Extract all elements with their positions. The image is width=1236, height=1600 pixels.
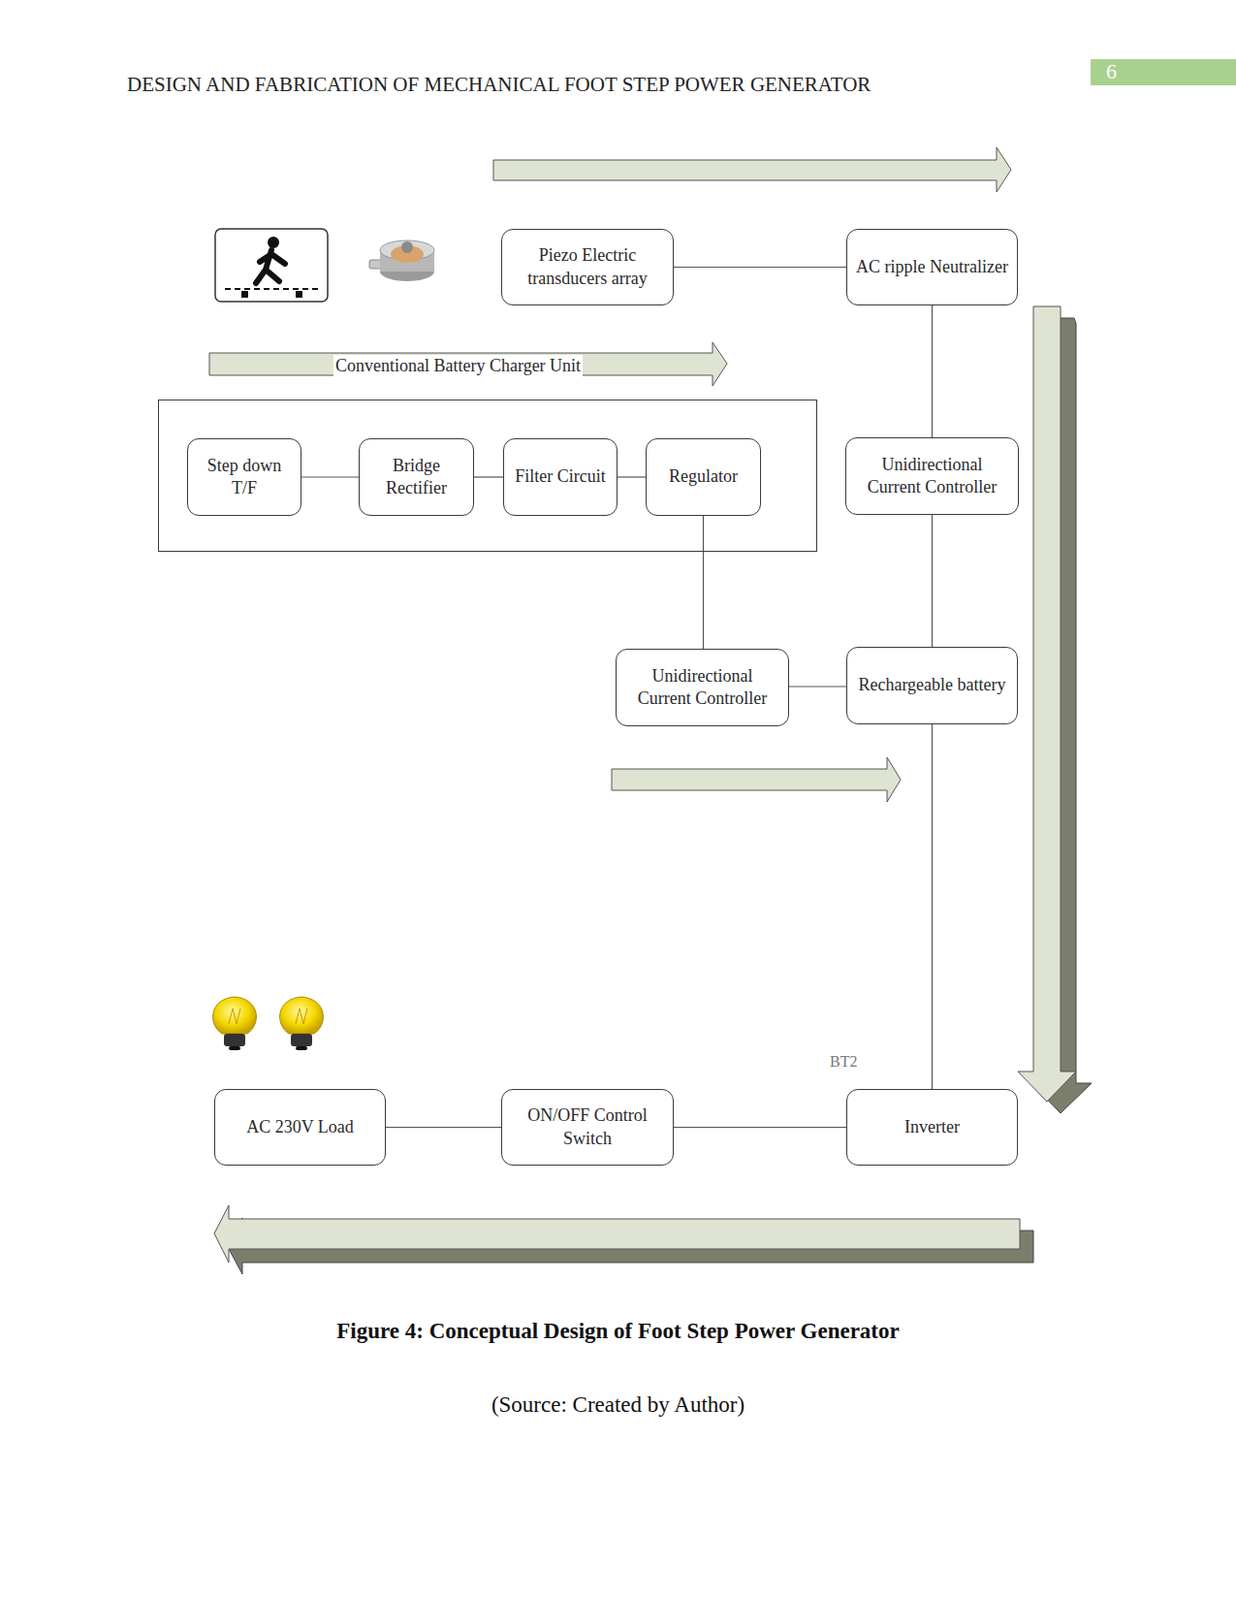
figure-caption: Figure 4: Conceptual Design of Foot Step… xyxy=(0,1318,1236,1344)
load-box: AC 230V Load xyxy=(214,1088,386,1166)
piezo-array-box: Piezo Electric transducers array xyxy=(501,228,674,306)
wire xyxy=(301,475,359,477)
box-label: Inverter xyxy=(904,1115,960,1139)
flow-arrow xyxy=(1017,306,1077,1102)
filter-box: Filter Circuit xyxy=(503,438,618,516)
wire xyxy=(673,1126,847,1128)
box-label: Step down T/F xyxy=(195,454,293,501)
wire xyxy=(931,724,933,1089)
flow-arrow xyxy=(493,147,1012,192)
rectifier-box: Bridge Rectifier xyxy=(358,438,475,516)
box-label: Filter Circuit xyxy=(514,465,606,488)
piezo-sensor-picture xyxy=(369,240,435,282)
flow-arrow xyxy=(611,757,901,802)
wire xyxy=(789,685,847,687)
box-label: Unidirectional Current Controller xyxy=(854,453,1011,500)
box-label: ON/OFF Control Switch xyxy=(509,1104,666,1150)
charger-unit-group: Conventional Battery Charger UnitStep do… xyxy=(158,399,818,552)
current-controller-box: Unidirectional Current Controller xyxy=(615,648,790,727)
source-note: (Source: Created by Author) xyxy=(0,1392,1236,1418)
wire xyxy=(474,475,504,477)
box-label: Regulator xyxy=(668,465,738,488)
current-controller-box: Unidirectional Current Controller xyxy=(845,437,1019,515)
group-heading: Conventional Battery Charger Unit xyxy=(333,354,583,378)
component-ref: BT2 xyxy=(829,1052,857,1071)
inverter-box: Inverter xyxy=(846,1088,1018,1166)
page-number: 6 xyxy=(1106,59,1117,85)
bulb-icon xyxy=(280,996,324,1050)
running-header: DESIGN AND FABRICATION OF MECHANICAL FOO… xyxy=(126,72,871,97)
pedestrian-icon xyxy=(215,228,328,302)
box-label: AC ripple Neutralizer xyxy=(855,255,1009,279)
battery-box: Rechargeable battery xyxy=(846,646,1018,725)
ripple-neutralizer-box: AC ripple Neutralizer xyxy=(846,228,1018,306)
box-label: Bridge Rectifier xyxy=(367,454,466,501)
regulator-box: Regulator xyxy=(645,438,761,516)
wire xyxy=(385,1126,502,1128)
page-number-bar xyxy=(1090,59,1236,86)
wire xyxy=(702,515,704,649)
box-label: Unidirectional Current Controller xyxy=(624,665,781,711)
flow-arrow xyxy=(214,1204,1020,1263)
box-label: Rechargeable battery xyxy=(857,673,1006,697)
flow-arrow xyxy=(209,342,728,386)
switch-box: ON/OFF Control Switch xyxy=(501,1088,674,1166)
wire xyxy=(931,514,933,647)
bulb-icon xyxy=(213,996,257,1050)
box-label: Piezo Electric transducers array xyxy=(509,244,666,290)
wire xyxy=(617,475,646,477)
transformer-box: Step down T/F xyxy=(187,438,302,516)
wire xyxy=(931,305,933,438)
box-label: AC 230V Load xyxy=(246,1115,354,1139)
wire xyxy=(673,266,847,268)
